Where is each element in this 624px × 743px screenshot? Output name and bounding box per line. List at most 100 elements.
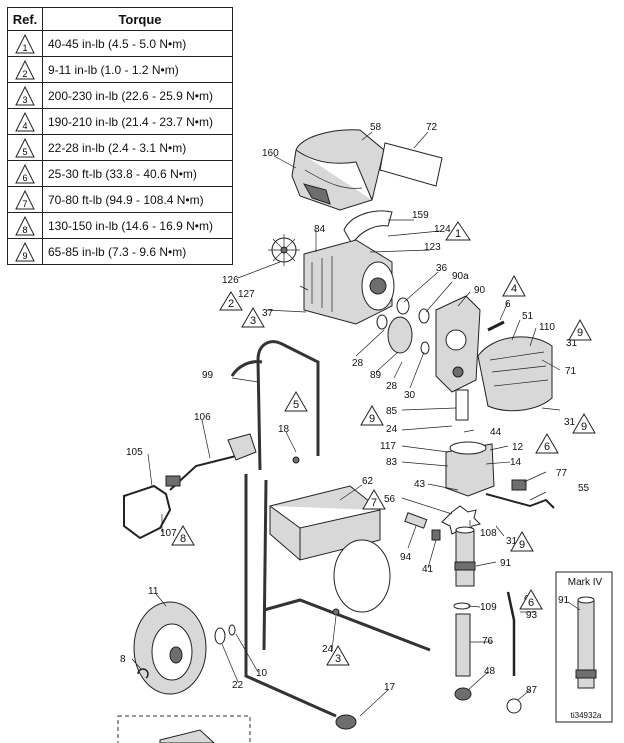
callout-99: 99 bbox=[202, 370, 214, 381]
svg-text:5: 5 bbox=[293, 399, 299, 411]
torque-marker-4: 4 bbox=[502, 274, 526, 297]
torque-ref-triangle: 8 bbox=[15, 215, 35, 235]
torque-marker-9-c: 9 bbox=[572, 413, 596, 434]
svg-text:8: 8 bbox=[180, 533, 186, 545]
torque-table-row: 1 40-45 in-lb (4.5 - 5.0 N•m) bbox=[7, 30, 233, 57]
cooling-fan bbox=[268, 234, 300, 266]
torque-ref-cell: 6 bbox=[7, 160, 43, 187]
callout-85: 85 bbox=[386, 406, 398, 417]
callout-12: 12 bbox=[512, 442, 524, 453]
callout-28-b: 28 bbox=[386, 381, 398, 392]
callout-160: 160 bbox=[262, 148, 279, 159]
callout-159: 159 bbox=[412, 210, 429, 221]
torque-ref-number: 7 bbox=[22, 199, 27, 209]
torque-marker-3-b: 3 bbox=[326, 645, 350, 666]
callout-124: 124 bbox=[434, 224, 451, 235]
callout-30: 30 bbox=[404, 390, 416, 401]
motor-cover bbox=[291, 129, 385, 211]
fastener-18 bbox=[292, 456, 300, 464]
callout-14: 14 bbox=[510, 457, 522, 468]
svg-text:1: 1 bbox=[455, 228, 461, 240]
callout-76: 76 bbox=[482, 636, 494, 647]
callout-36: 36 bbox=[436, 263, 448, 274]
gear-89 bbox=[387, 316, 413, 354]
callout-22: 22 bbox=[232, 680, 244, 691]
torque-ref-number: 4 bbox=[22, 121, 27, 131]
gear-housing bbox=[435, 295, 481, 393]
wheel-11 bbox=[133, 601, 207, 695]
torque-value-cell: 40-45 in-lb (4.5 - 5.0 N•m) bbox=[42, 30, 233, 57]
torque-ref-number: 6 bbox=[22, 173, 27, 183]
callout-89: 89 bbox=[370, 370, 382, 381]
callout-94: 94 bbox=[400, 552, 412, 563]
torque-ref-number: 8 bbox=[22, 225, 27, 235]
callout-107: 107 bbox=[160, 528, 177, 539]
callout-90: 90 bbox=[474, 285, 486, 296]
torque-marker-6-a: 6 bbox=[535, 433, 559, 454]
torque-marker-3: 3 bbox=[241, 307, 265, 328]
torque-value-cell: 9-11 in-lb (1.0 - 1.2 N•m) bbox=[42, 56, 233, 83]
torque-ref-triangle: 6 bbox=[15, 163, 35, 183]
torque-ref-triangle: 9 bbox=[15, 241, 35, 261]
torque-ref-number: 9 bbox=[22, 251, 27, 261]
screw-6 bbox=[487, 320, 505, 332]
torque-ref-triangle: 2 bbox=[15, 59, 35, 79]
callout-93: 93 bbox=[526, 610, 538, 621]
sensor-77 bbox=[511, 479, 527, 491]
drain-tube bbox=[506, 591, 516, 676]
torque-marker-9-a: 9 bbox=[568, 318, 592, 341]
callout-44: 44 bbox=[490, 427, 502, 438]
callout-31-b: 31 bbox=[564, 417, 576, 428]
callout-28: 28 bbox=[352, 358, 364, 369]
callout-24: 24 bbox=[386, 424, 398, 435]
clip-8 bbox=[137, 668, 149, 679]
strainer-48 bbox=[454, 687, 472, 701]
washer-22 bbox=[214, 627, 226, 645]
callout-117: 117 bbox=[380, 441, 396, 452]
torque-ref-triangle: 7 bbox=[15, 189, 35, 209]
callout-87: 87 bbox=[526, 685, 538, 696]
callout-24-b: 24 bbox=[322, 644, 334, 655]
torque-ref-cell: 1 bbox=[7, 30, 43, 57]
bearing-36 bbox=[396, 297, 410, 315]
motor-cover-bracket bbox=[343, 210, 393, 245]
torque-value-cell: 70-80 ft-lb (94.9 - 108.4 N•m) bbox=[42, 186, 233, 213]
fluid-pump bbox=[454, 526, 476, 587]
washer-28 bbox=[376, 314, 388, 330]
svg-text:2: 2 bbox=[228, 298, 234, 310]
callout-106: 106 bbox=[194, 412, 211, 423]
torque-ref-number: 1 bbox=[22, 43, 27, 53]
subassembly-frame bbox=[117, 715, 251, 743]
svg-text:3: 3 bbox=[335, 653, 341, 665]
torque-value-cell: 25-30 ft-lb (33.8 - 40.6 N•m) bbox=[42, 160, 233, 187]
callout-90a: 90a bbox=[452, 271, 469, 282]
callout-72: 72 bbox=[426, 122, 438, 133]
svg-text:6: 6 bbox=[528, 597, 534, 609]
callout-56: 56 bbox=[384, 494, 396, 505]
torque-marker-5: 5 bbox=[284, 391, 308, 412]
torque-value-cell: 130-150 in-lb (14.6 - 16.9 N•m) bbox=[42, 212, 233, 239]
inset-title: Mark IV bbox=[568, 577, 603, 588]
callout-108: 108 bbox=[480, 528, 497, 539]
torque-table-row: 7 70-80 ft-lb (94.9 - 108.4 N•m) bbox=[7, 186, 233, 213]
torque-table: Ref. Torque 1 40-45 in-lb (4.5 - 5.0 N•m)… bbox=[7, 7, 233, 265]
torque-table-row: 8 130-150 in-lb (14.6 - 16.9 N•m) bbox=[7, 212, 233, 239]
callout-8: 8 bbox=[120, 654, 126, 665]
torque-ref-triangle: 1 bbox=[15, 33, 35, 53]
torque-ref-cell: 4 bbox=[7, 108, 43, 135]
callout-43: 43 bbox=[414, 479, 426, 490]
hose-55 bbox=[485, 493, 555, 509]
subassembly-part bbox=[159, 729, 215, 743]
callout-48: 48 bbox=[484, 666, 496, 677]
suction-tube bbox=[455, 613, 471, 677]
callout-6: 6 bbox=[505, 299, 511, 310]
torque-table-header: Ref. Torque bbox=[7, 7, 233, 31]
torque-ref-number: 2 bbox=[22, 69, 27, 79]
callout-37: 37 bbox=[262, 308, 274, 319]
callout-77: 77 bbox=[556, 468, 568, 479]
